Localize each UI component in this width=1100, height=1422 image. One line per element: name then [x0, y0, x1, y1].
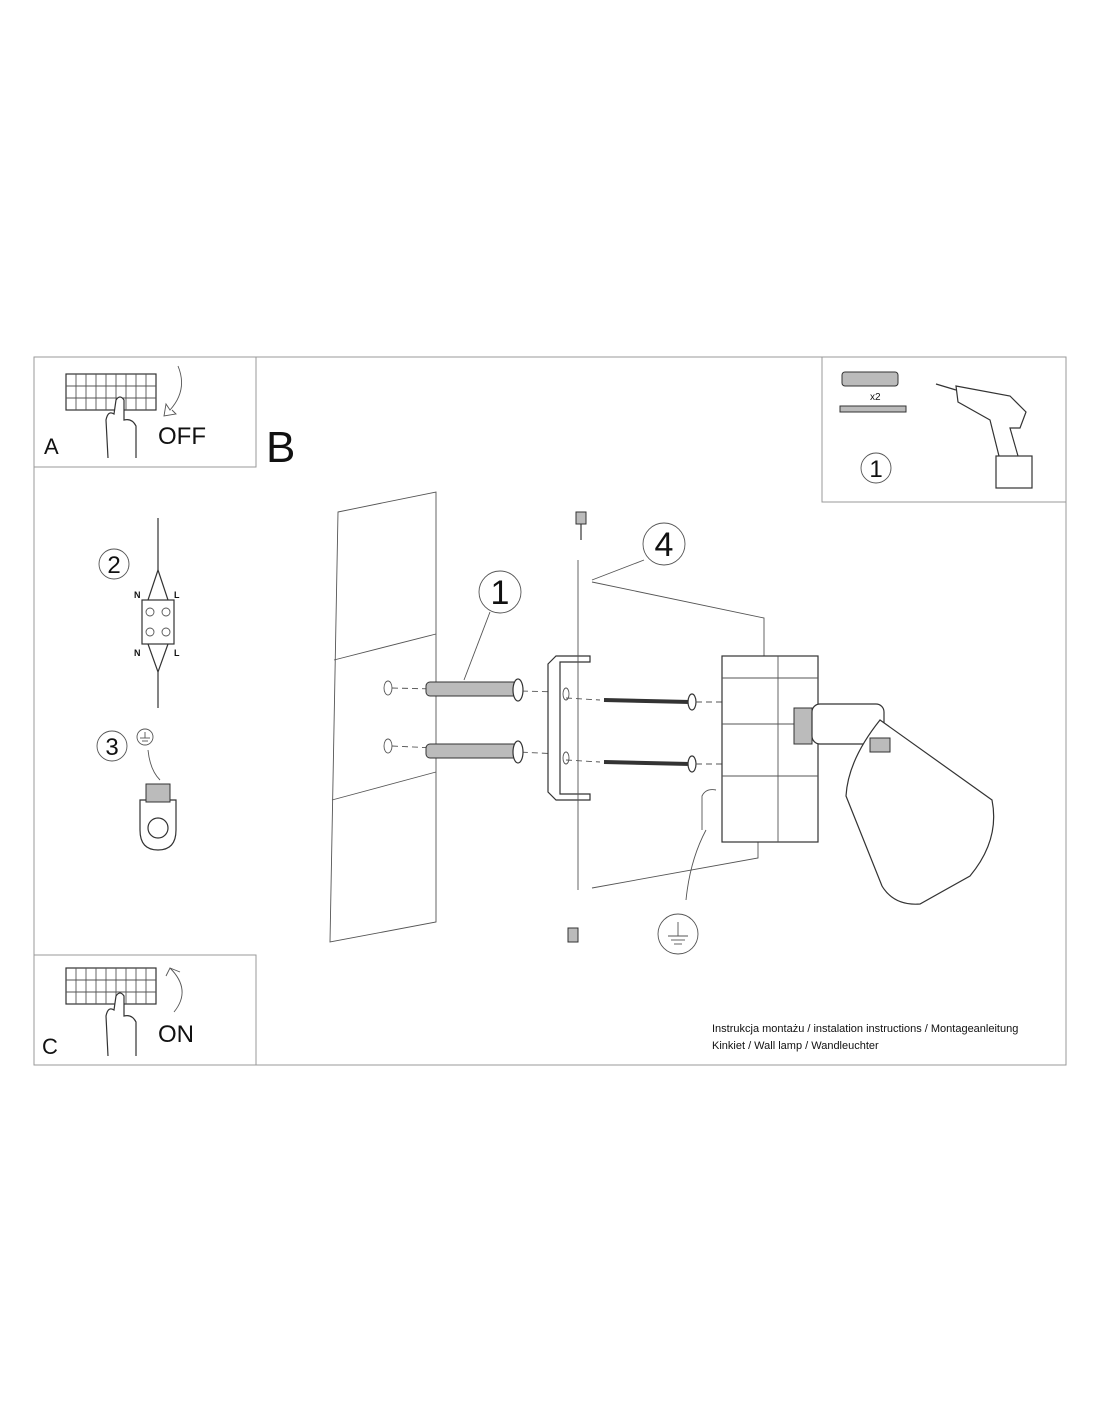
- wall-illustration: [329, 491, 437, 943]
- drill-icon: [935, 383, 1033, 489]
- panel-c: C ON: [33, 954, 257, 1066]
- lamp-body: [591, 581, 885, 901]
- step-circle: [860, 452, 892, 484]
- arrow-down-icon: [163, 365, 183, 417]
- lamp-callout-number: 4: [655, 526, 674, 564]
- screw-icon: [839, 405, 907, 413]
- ground-symbol-icon: [136, 728, 154, 746]
- hand-icon: [105, 396, 137, 459]
- screw-icon: [575, 511, 587, 525]
- ground-step-number: 3: [105, 734, 118, 761]
- panel-a-off-label: OFF: [158, 423, 206, 450]
- wall-plug-icon: [841, 371, 899, 387]
- panel-c-on-label: ON: [158, 1021, 194, 1048]
- breaker-panel-icon: [65, 373, 157, 411]
- terminal-l-label: L: [174, 590, 180, 600]
- wall-anchors: [391, 678, 561, 764]
- hand-icon: [105, 992, 137, 1057]
- terminal-l-label: L: [174, 648, 180, 658]
- outer-frame: [33, 356, 1067, 1066]
- breaker-panel-icon: [65, 967, 157, 1005]
- ground-symbol-icon: [657, 913, 699, 955]
- lamp-head: [845, 719, 995, 905]
- terminal-n-label: N: [134, 648, 141, 658]
- tools-panel: x2 1: [821, 357, 1066, 503]
- wiring-step-number: 2: [107, 552, 120, 579]
- terminal-block-icon: [141, 599, 175, 645]
- panel-b-letter: B: [266, 423, 295, 472]
- quantity-label: x2: [870, 392, 881, 403]
- screw-icon: [567, 927, 579, 943]
- anchor-callout-number: 1: [491, 574, 510, 612]
- ground-diagram: 3: [96, 728, 177, 851]
- screws: [565, 693, 722, 773]
- tools-step-number: 1: [869, 456, 882, 483]
- panel-a-letter: A: [44, 434, 59, 459]
- wiring-diagram: 2 N L N L: [98, 518, 180, 708]
- footer-subtitle: Kinkiet / Wall lamp / Wandleuchter: [712, 1040, 879, 1052]
- mounting-bracket: [547, 511, 591, 943]
- footer-title: Instrukcja montażu / instalation instruc…: [712, 1023, 1018, 1035]
- terminal-n-label: N: [134, 590, 141, 600]
- panel-c-letter: C: [42, 1034, 58, 1059]
- panel-a: A OFF: [33, 356, 257, 468]
- arrow-up-icon: [165, 967, 183, 1013]
